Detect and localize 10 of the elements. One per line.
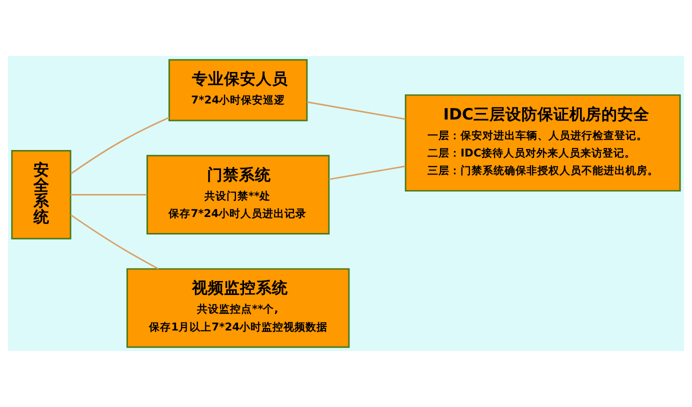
- connector: [70, 116, 170, 174]
- connector: [70, 194, 147, 196]
- node-box: 安全系统: [11, 150, 72, 240]
- node-box: 视频监控系统 共设监控点**个, 保存1月以上7*24小时监控视频数据: [126, 268, 350, 348]
- node-box: 门禁系统 共设门禁**处 保存7*24小时人员进出记录: [146, 154, 330, 235]
- connector: [306, 101, 406, 120]
- connector: [328, 166, 406, 180]
- node-box: 专业保安人员 7*24小时保安巡逻: [168, 59, 308, 122]
- connector: [70, 214, 159, 270]
- node-box: IDC三层设防保证机房的安全 一层：保安对进出车辆、人员进行检查登记。 二层：IDC接待人员对外来人员来访登记。 三层：门禁系统确保非授权人员不能进出机房。: [404, 94, 681, 192]
